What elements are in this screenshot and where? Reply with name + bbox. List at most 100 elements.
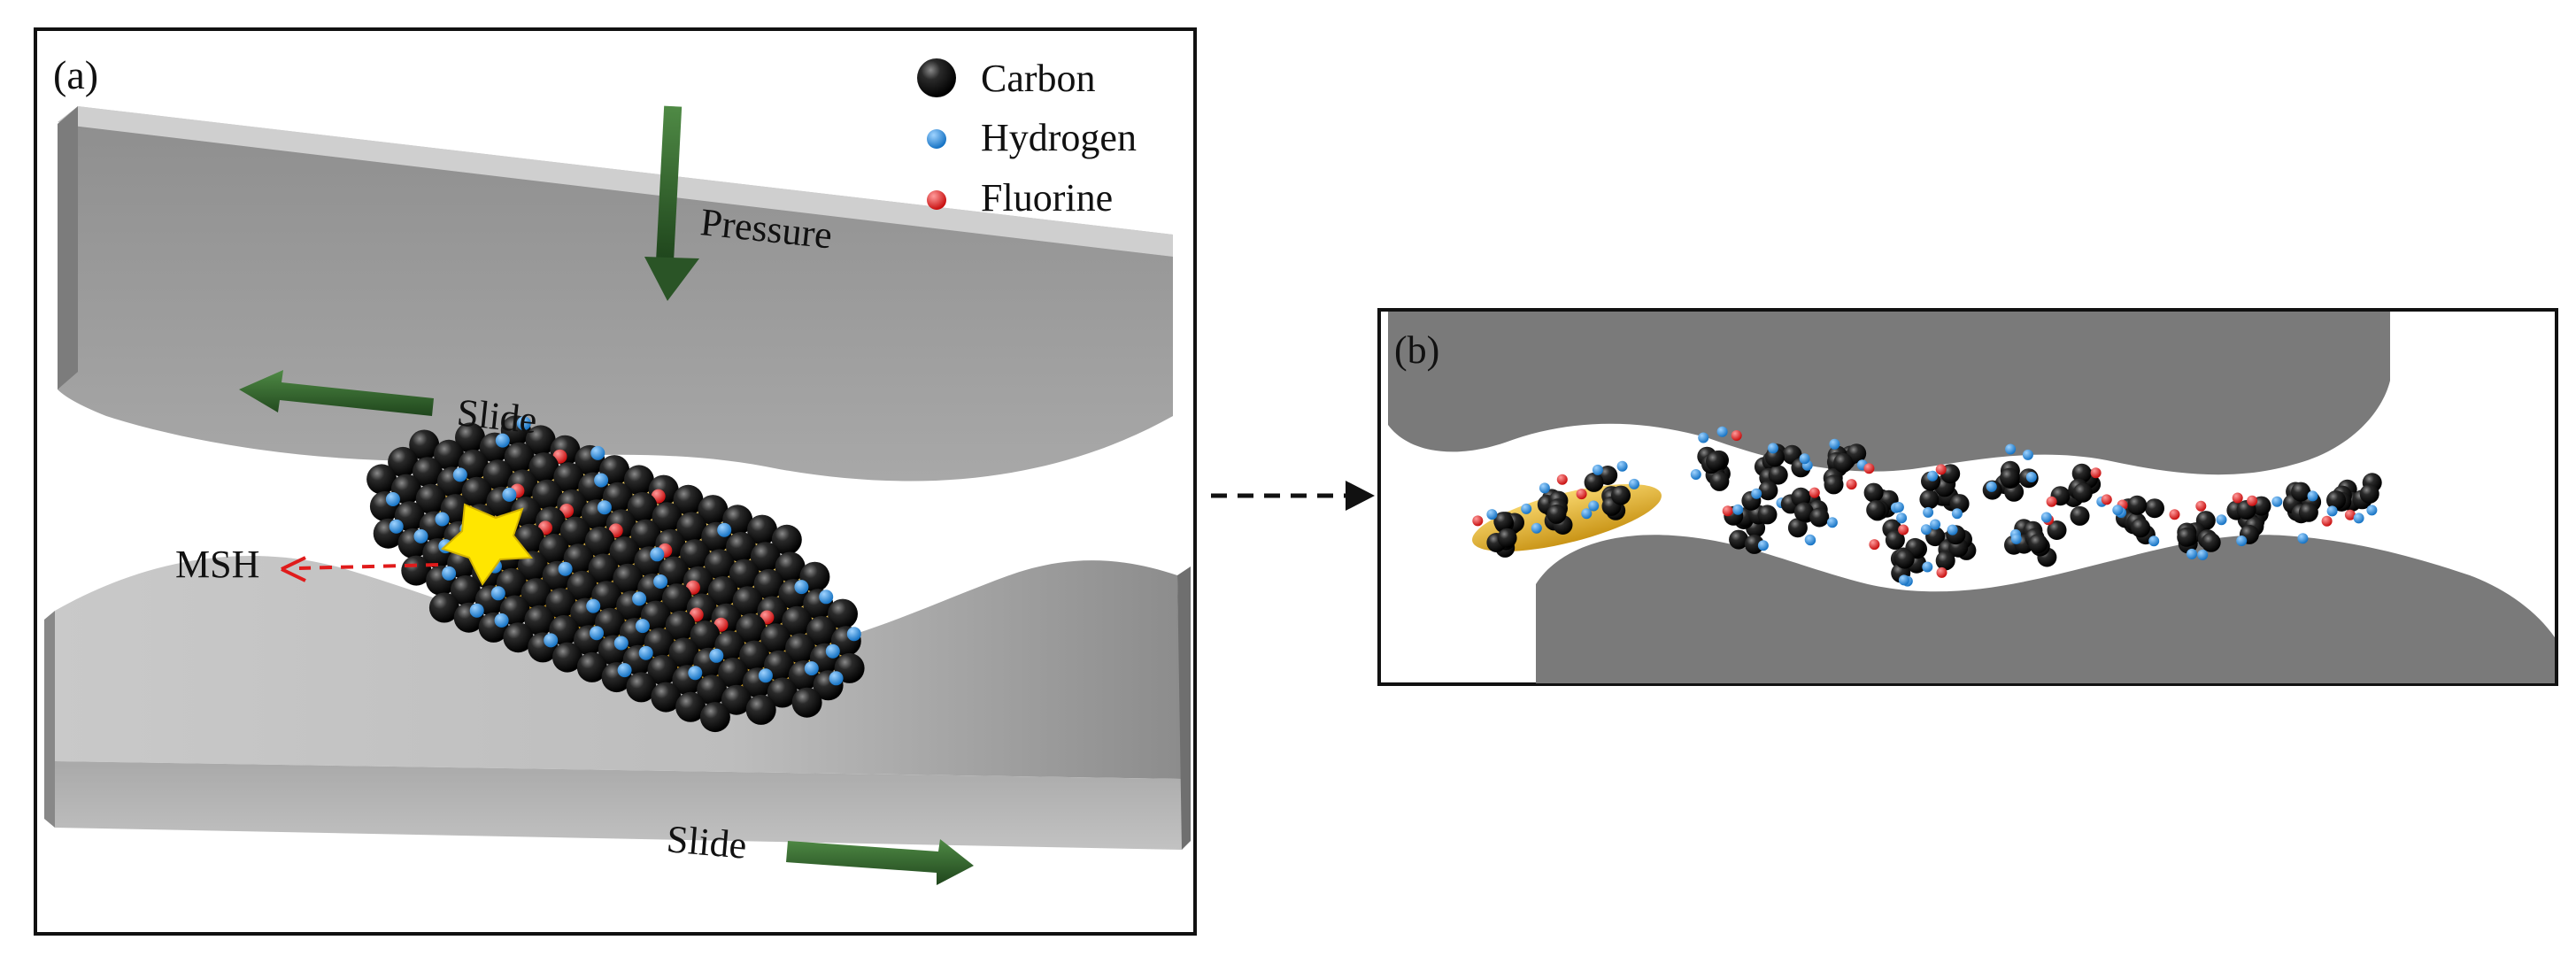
carbon-atom: [1757, 505, 1778, 525]
carbon-atom: [771, 524, 802, 555]
panel-b-label: (b): [1394, 328, 1439, 372]
hydrogen-atom: [2297, 533, 2309, 544]
carbon-atom: [1787, 518, 1808, 538]
carbon-atom: [609, 536, 640, 567]
carbon-atom: [545, 588, 576, 619]
carbon-atom: [2291, 482, 2311, 502]
carbon-atom: [576, 651, 607, 682]
carbon-atom: [552, 642, 582, 673]
hydrogen-atom: [1531, 522, 1542, 534]
hydrogen-atom: [1698, 432, 1709, 443]
carbon-atom: [767, 677, 798, 708]
hydrogen-atom: [638, 645, 653, 660]
hydrogen-atom: [1986, 481, 1997, 492]
hydrogen-atom: [1805, 535, 1816, 546]
hydrogen-atom: [1947, 524, 1958, 536]
carbon-atom: [613, 563, 644, 594]
carbon-atom: [652, 502, 683, 533]
hydrogen-atom: [1898, 574, 1909, 586]
carbon-atom: [782, 605, 813, 636]
fluorine-atom: [2344, 509, 2356, 520]
hydrogen-atom: [413, 528, 428, 543]
hydrogen-atom: [495, 433, 510, 448]
carbon-atom: [1758, 481, 1778, 501]
carbon-atom: [1833, 452, 1854, 473]
hydrogen-atom: [825, 643, 840, 659]
carbon-atom: [627, 492, 658, 522]
fluorine-atom: [2101, 494, 2112, 505]
hydrogen-atom: [829, 671, 844, 686]
connector-arrow: [1211, 481, 1375, 511]
hydrogen-atom: [2271, 496, 2283, 507]
carbon-atom: [750, 542, 781, 573]
carbon-atom: [791, 687, 822, 718]
panel-a: Pressure Slide Slide MSH (a) Carbon: [34, 27, 1197, 936]
carbon-atom: [455, 422, 485, 453]
hydrogen-atom: [2025, 472, 2037, 482]
carbon-atom: [503, 622, 534, 653]
fluorine-atom: [2090, 467, 2102, 479]
hydrogen-atom: [819, 590, 834, 605]
hydrogen-atom: [385, 492, 400, 506]
carbon-atom: [584, 526, 615, 557]
carbon-atom: [1949, 494, 1970, 514]
msh-label: MSH: [175, 543, 259, 586]
hydrogen-atom: [717, 522, 732, 537]
panel-b: (b): [1377, 308, 2558, 686]
carbon-atom: [732, 586, 763, 617]
hydrogen-atom: [1588, 500, 1600, 512]
carbon-atom: [736, 613, 767, 643]
hydrogen-atom: [2112, 505, 2124, 516]
carbon-atom: [1919, 489, 1940, 510]
carbon-atom: [532, 479, 563, 510]
carbon-atom: [1866, 500, 1886, 520]
carbon-atom: [680, 539, 711, 570]
fluorine-atom: [1556, 474, 1568, 485]
hydrogen-atom: [617, 663, 632, 678]
fluorine-atom: [1936, 566, 1947, 578]
hydrogen-atom: [688, 666, 703, 681]
hydrogen-atom: [586, 598, 601, 613]
fluorine-atom: [1863, 463, 1875, 474]
carbon-atom: [651, 682, 682, 713]
carbon-atom: [2071, 463, 2092, 483]
hydrogen-atom: [2040, 512, 2052, 523]
carbon-atom: [1935, 551, 1955, 571]
hydrogen-atom: [1920, 524, 1932, 536]
carbon-atom: [413, 457, 443, 488]
fluorine-atom: [1898, 524, 1909, 536]
carbon-atom: [2359, 484, 2379, 504]
carbon-atom: [1729, 529, 1749, 550]
carbon-atom: [588, 553, 619, 584]
fluorine-atom: [1809, 487, 1820, 498]
hydrogen-atom: [1893, 502, 1904, 512]
carbon-atom: [721, 684, 752, 715]
carbon-atom: [775, 551, 806, 582]
carbon-atom: [698, 495, 729, 526]
carbon-atom: [409, 429, 440, 460]
carbon-atom: [450, 575, 481, 605]
carbon-atom: [525, 425, 556, 456]
hydrogen-atom: [2216, 514, 2227, 526]
hydrogen-atom: [1751, 488, 1762, 499]
carbon-atom: [1546, 504, 1567, 524]
hydrogen-atom: [709, 648, 724, 663]
hydrogen-atom: [1521, 503, 1532, 514]
carbon-atom: [704, 549, 735, 580]
hydrogen-atom: [1629, 478, 1639, 489]
hydrogen-atom: [2236, 536, 2248, 546]
hydrogen-atom: [2187, 548, 2197, 559]
hydrogen-atom: [597, 500, 612, 515]
hydrogen-atom: [452, 467, 467, 482]
carbon-atom: [2326, 490, 2346, 511]
legend-carbon-label: Carbon: [981, 57, 1096, 100]
fluorine-atom: [2321, 515, 2333, 527]
carbon-atom: [726, 532, 756, 562]
carbon-atom: [521, 578, 551, 609]
legend: Carbon Hydrogen Fluorine: [917, 57, 1137, 220]
hydrogen-atom: [613, 636, 629, 651]
carbon-atom: [623, 465, 654, 496]
fluorine-atom: [2195, 500, 2207, 512]
panel-b-upper-surface: [1388, 312, 2390, 475]
carbon-atom: [675, 691, 706, 722]
